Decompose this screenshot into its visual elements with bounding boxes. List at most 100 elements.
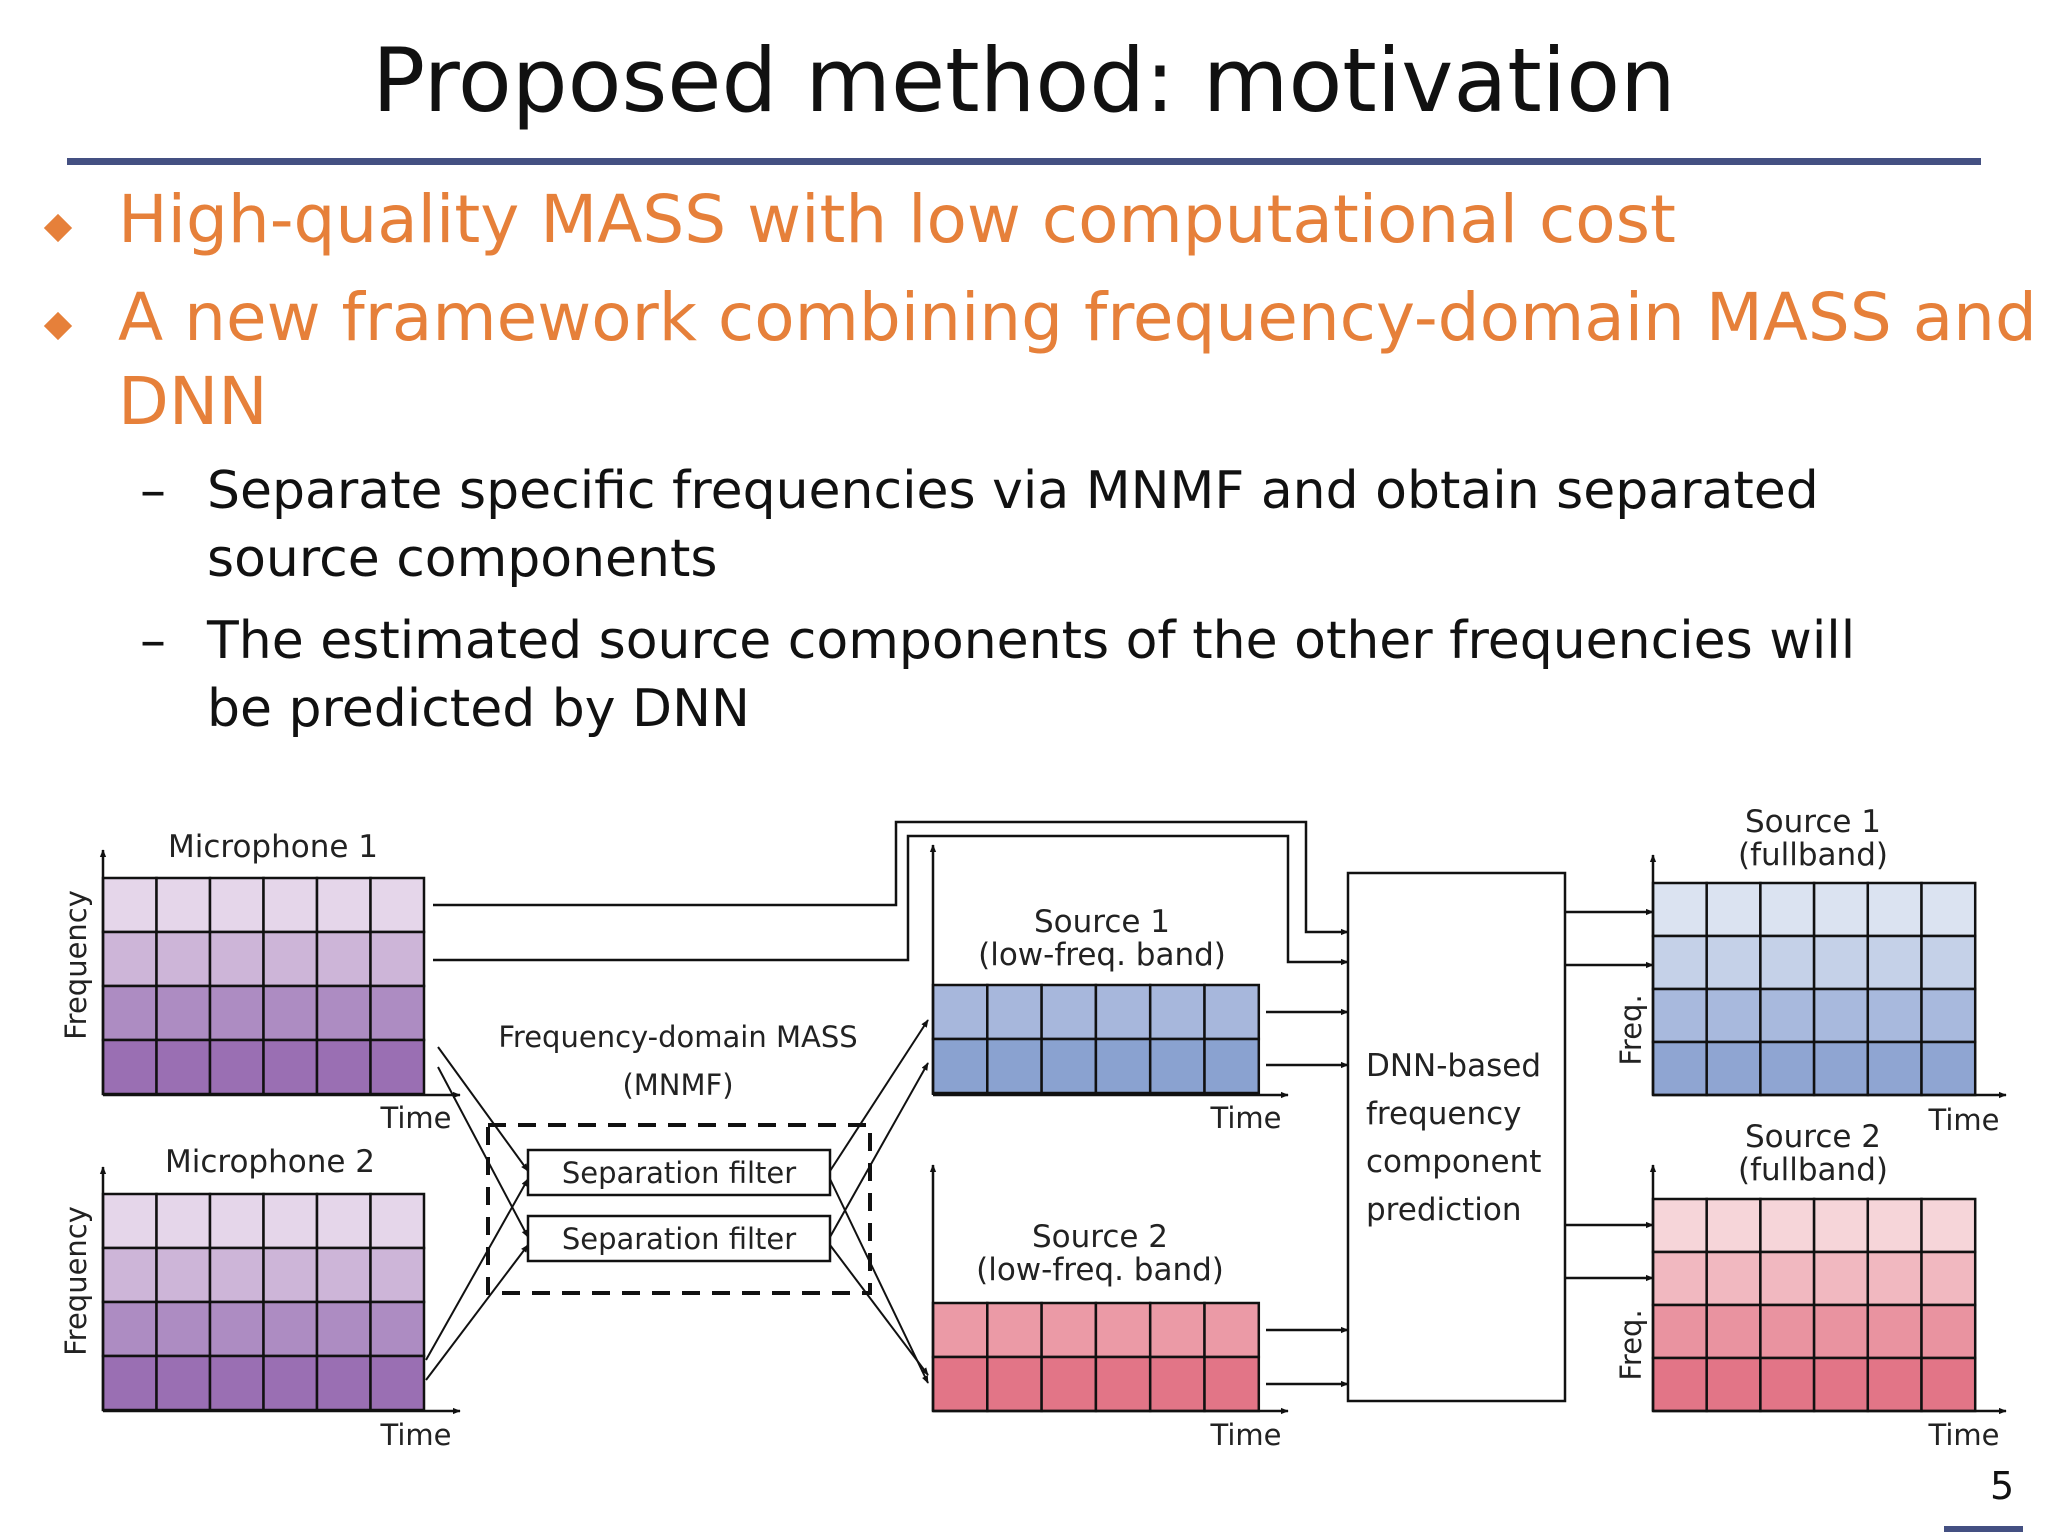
sub-bullet-dash: – <box>140 611 166 671</box>
spectrogram-cell <box>315 1300 372 1358</box>
arrow-filter1-src2 <box>829 1178 929 1384</box>
spectrogram-cell <box>1920 934 1977 991</box>
arrow-filter2-src1 <box>829 1062 929 1238</box>
arrow-mic1-filter1 <box>437 1046 529 1172</box>
spectrogram-cell <box>369 1192 426 1250</box>
spectrogram-cell <box>1651 987 1708 1044</box>
spectrogram-cell <box>1651 934 1708 991</box>
spectrogram-cell <box>208 1300 265 1358</box>
spectrogram-cell <box>208 876 265 934</box>
spectrogram-cell <box>1148 1355 1206 1413</box>
spectrogram-cell <box>1705 1356 1762 1413</box>
slide-title: Proposed method: motivation <box>372 29 1676 132</box>
spectrogram-cell <box>1203 1301 1261 1359</box>
mic1-frequency-label: Frequency <box>59 890 93 1040</box>
spectrogram-cell <box>101 1354 158 1412</box>
spectrogram-cell <box>1705 1303 1762 1360</box>
spectrogram-cell <box>208 1192 265 1250</box>
bullet-diamond-icon <box>43 213 73 243</box>
spectrogram-cell <box>315 1246 372 1304</box>
dnn-label-2: frequency <box>1366 1096 1521 1132</box>
spectrogram-cell <box>1920 1197 1977 1254</box>
spectrogram-cell <box>155 1038 212 1096</box>
framework-diagram: Microphone 1 Microphone 2 Frequency Freq… <box>59 804 2007 1452</box>
spectrogram-cell <box>1759 1040 1816 1097</box>
bullet-2-line-2: DNN <box>118 363 268 440</box>
spectrogram-cell <box>1203 1355 1261 1413</box>
spectrogram-cell <box>262 930 319 988</box>
arrow-mic1-filter2 <box>437 1066 529 1238</box>
spectrogram-cell <box>369 1354 426 1412</box>
spectrogram-cell <box>101 1246 158 1304</box>
src1-low-title-2: (low-freq. band) <box>978 937 1226 973</box>
spectrogram-cell <box>1094 1355 1152 1413</box>
spectrogram-cell <box>1759 1250 1816 1307</box>
src2-low-title-1: Source 2 <box>1032 1219 1168 1255</box>
spectrogram-cell <box>101 1300 158 1358</box>
spectrogram-cell <box>1866 934 1923 991</box>
spectrogram-cell <box>1759 934 1816 991</box>
src2-full-title-2: (fullband) <box>1738 1152 1888 1188</box>
spectrogram-cell <box>1866 881 1923 938</box>
spectrogram-cell <box>1651 1250 1708 1307</box>
spectrogram-cell <box>1040 1301 1098 1359</box>
arrow-mic2-filter1 <box>425 1178 529 1361</box>
arrow-mic2-filter2 <box>425 1244 529 1381</box>
spectrogram-cell <box>101 876 158 934</box>
src1-full-time-label: Time <box>1928 1103 2000 1137</box>
spectrogram-cell <box>315 1192 372 1250</box>
bullet-diamond-icon <box>43 311 73 341</box>
spectrogram-cell <box>315 1038 372 1096</box>
spectrogram-cell <box>1040 983 1098 1041</box>
spectrogram-cell <box>262 984 319 1042</box>
spectrogram-cell <box>1812 1356 1870 1413</box>
mic2-spectrogram <box>101 1192 426 1412</box>
title-rule <box>67 158 1981 165</box>
spectrogram-cell <box>1759 987 1816 1044</box>
spectrogram-cell <box>1866 1250 1923 1307</box>
spectrogram-cell <box>1866 1040 1923 1097</box>
mic1-time-label: Time <box>380 1101 452 1135</box>
spectrogram-cell <box>1705 987 1762 1044</box>
spectrogram-cell <box>155 1246 212 1304</box>
src2-full-freq-label: Freq. <box>1614 1309 1648 1380</box>
separation-filter-2 <box>526 1214 832 1263</box>
spectrogram-cell <box>208 930 265 988</box>
spectrogram-cell <box>1651 881 1708 938</box>
spectrogram-cell <box>1759 1356 1816 1413</box>
sub-bullet-2-line-2: be predicted by DNN <box>207 679 750 739</box>
spectrogram-cell <box>208 1038 265 1096</box>
spectrogram-cell <box>1705 881 1762 938</box>
spectrogram-cell <box>155 930 212 988</box>
spectrogram-cell <box>1920 1250 1977 1307</box>
spectrogram-cell <box>1148 983 1206 1041</box>
spectrogram-cell <box>315 876 372 934</box>
spectrogram-cell <box>1759 881 1816 938</box>
mic1-bypass-line-2 <box>433 834 1349 966</box>
spectrogram-cell <box>1812 1303 1870 1360</box>
page-number-rule <box>1944 1526 2023 1532</box>
src1-full-title-2: (fullband) <box>1738 837 1888 873</box>
spectrogram-cell <box>931 1355 989 1413</box>
mic1-title: Microphone 1 <box>168 829 378 865</box>
dnn-label-1: DNN-based <box>1366 1048 1541 1084</box>
separation-filter-1-label: Separation filter <box>562 1156 796 1190</box>
spectrogram-cell <box>1705 934 1762 991</box>
src2-full-title-1: Source 2 <box>1745 1119 1881 1155</box>
page-number: 5 <box>1990 1464 2015 1508</box>
spectrogram-cell <box>262 1038 319 1096</box>
spectrogram-cell <box>1920 1040 1977 1097</box>
spectrogram-cell <box>1705 1250 1762 1307</box>
spectrogram-cell <box>369 876 426 934</box>
spectrogram-cell <box>1094 983 1152 1041</box>
source1-full-spectrogram <box>1651 881 1977 1097</box>
spectrogram-cell <box>931 1301 989 1359</box>
mass-title-line-1: Frequency-domain MASS <box>498 1020 857 1054</box>
spectrogram-cell <box>1651 1040 1708 1097</box>
spectrogram-cell <box>155 1354 212 1412</box>
spectrogram-cell <box>931 1037 989 1095</box>
spectrogram-cell <box>1920 1303 1977 1360</box>
spectrogram-cell <box>1920 881 1977 938</box>
source2-full-spectrogram <box>1651 1197 1977 1413</box>
src1-low-time-label: Time <box>1210 1101 1282 1135</box>
